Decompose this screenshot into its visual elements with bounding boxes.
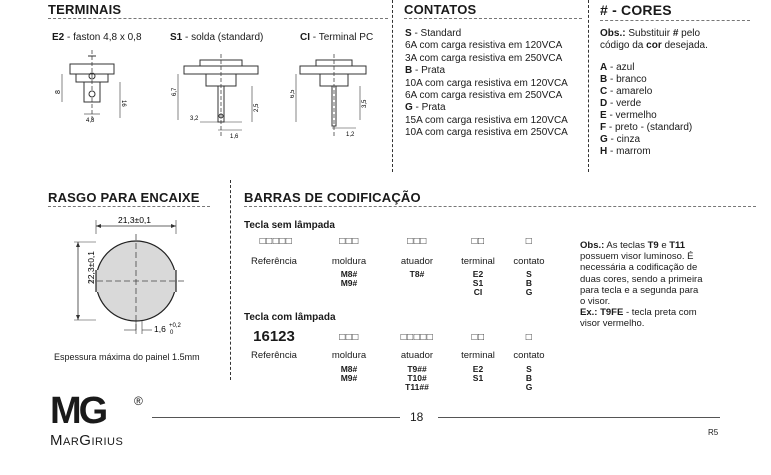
terminal-e2-drawing: 8 4,8 16 xyxy=(55,50,126,124)
color-item: C - amarelo xyxy=(600,86,653,97)
sem-moldura-codes: M8#M9# xyxy=(340,269,358,288)
divider xyxy=(404,18,582,19)
svg-text:6,5: 6,5 xyxy=(290,89,296,98)
footer-rule-left xyxy=(152,417,400,418)
code-box-contato: □ xyxy=(525,332,533,343)
brand-logo: MG xyxy=(50,390,108,432)
svg-text:1,6: 1,6 xyxy=(230,134,239,140)
svg-text:22,3±0,1: 22,3±0,1 xyxy=(86,251,96,284)
color-item: G - cinza xyxy=(600,134,641,145)
terminal-e2-label: E2 - faston 4,8 x 0,8 xyxy=(52,32,142,43)
svg-text:2,5: 2,5 xyxy=(254,103,260,112)
code-box-contato: □ xyxy=(525,236,533,247)
terminais-title: TERMINAIS xyxy=(48,2,122,17)
color-item: B - branco xyxy=(600,74,647,85)
code-box-atuador: □□□ xyxy=(407,236,427,247)
reference-number: 16123 xyxy=(253,328,295,345)
divider xyxy=(48,206,210,207)
svg-text:21,3±0,1: 21,3±0,1 xyxy=(118,215,151,225)
contato-line: 6A com carga resistiva em 120VCA xyxy=(405,40,563,52)
code-box-referencia: □□□□□ xyxy=(259,236,293,247)
svg-text:3,5: 3,5 xyxy=(362,99,368,108)
divider xyxy=(588,0,589,172)
label-referencia: Referência xyxy=(251,350,297,361)
contato-line: 10A com carga resistiva em 250VCA xyxy=(405,127,568,139)
divider xyxy=(48,18,388,19)
color-item: A - azul xyxy=(600,62,635,73)
code-box-moldura: □□□ xyxy=(339,236,359,247)
divider xyxy=(230,180,231,380)
terminal-s1-drawing: 6,7 3,2 1,6 2,5 xyxy=(172,54,260,140)
footer-rule-right xyxy=(438,417,720,418)
svg-text:8: 8 xyxy=(55,90,62,94)
contatos-title: CONTATOS xyxy=(404,2,477,17)
divider xyxy=(392,0,393,172)
svg-text:6,7: 6,7 xyxy=(172,87,178,96)
label-contato: contato xyxy=(513,256,545,267)
color-item: H - marrom xyxy=(600,146,651,157)
contato-line: 3A com carga resistiva em 250VCA xyxy=(405,52,563,64)
com-lampada-title: Tecla com lâmpada xyxy=(244,312,336,323)
rasgo-drawing: 21,3±0,1 22,3±0,1 1,6 +0,2 0 xyxy=(74,215,184,336)
contato-line: 10A com carga resistiva em 120VCA xyxy=(405,77,568,89)
registered-mark: ® xyxy=(134,394,143,408)
sem-atuador-codes: T8# xyxy=(409,269,425,279)
barras-title: BARRAS DE CODIFICAÇÃO xyxy=(244,190,421,205)
color-item: E - vermelho xyxy=(600,110,657,121)
cores-title: # - CORES xyxy=(600,2,672,18)
label-referencia: Referência xyxy=(251,256,297,267)
terminal-ci-label: CI - Terminal PC xyxy=(300,32,374,43)
label-atuador: atuador xyxy=(400,350,434,361)
color-item: D - verde xyxy=(600,98,642,109)
com-atuador-codes: T9##T10#T11## xyxy=(405,364,429,392)
svg-text:16: 16 xyxy=(120,100,126,107)
contato-line: G - Prata xyxy=(405,102,446,114)
svg-text:1,6: 1,6 xyxy=(154,324,166,334)
sem-lampada-title: Tecla sem lâmpada xyxy=(244,220,335,231)
svg-text:+0,2: +0,2 xyxy=(169,323,182,329)
label-terminal: terminal xyxy=(461,256,495,267)
svg-text:1,2: 1,2 xyxy=(346,132,355,138)
label-contato: contato xyxy=(513,350,545,361)
label-moldura: moldura xyxy=(331,350,367,361)
label-atuador: atuador xyxy=(400,256,434,267)
com-moldura-codes: M8#M9# xyxy=(340,364,358,383)
contatos-list: S - Standard 6A com carga resistiva em 1… xyxy=(405,28,568,140)
label-terminal: terminal xyxy=(461,350,495,361)
cores-list: A - azul B - branco C - amarelo D - verd… xyxy=(600,62,692,158)
contato-line: 15A com carga resistiva em 120VCA xyxy=(405,114,568,126)
contato-line: 6A com carga resistiva em 250VCA xyxy=(405,90,563,102)
code-box-terminal: □□ xyxy=(471,332,485,343)
label-moldura: moldura xyxy=(331,256,367,267)
svg-text:4,8: 4,8 xyxy=(86,118,95,124)
color-item: F - preto - (standard) xyxy=(600,122,693,133)
divider xyxy=(244,206,756,207)
contato-line: S - Standard xyxy=(405,28,462,39)
divider xyxy=(600,20,750,21)
page-number: 18 xyxy=(410,410,424,424)
code-box-moldura: □□□ xyxy=(339,332,359,343)
revision-label: R5 xyxy=(708,428,719,437)
rasgo-title: RASGO PARA ENCAIXE xyxy=(48,190,200,205)
terminal-s1-label: S1 - solda (standard) xyxy=(170,32,264,43)
rasgo-note: Espessura máxima do painel 1.5mm xyxy=(54,352,200,362)
barras-obs: Obs.: As teclas T9 e T11 possuem visor l… xyxy=(580,240,703,330)
code-box-atuador: □□□□□ xyxy=(400,332,434,343)
terminal-ci-drawing: 6,5 3,5 1,2 xyxy=(290,54,368,138)
svg-text:3,2: 3,2 xyxy=(190,116,199,122)
svg-text:0: 0 xyxy=(170,330,174,336)
code-box-terminal: □□ xyxy=(471,236,485,247)
contato-line: B - Prata xyxy=(405,65,446,77)
cores-obs: Obs.: Substituir # pelo código da cor de… xyxy=(600,28,708,51)
brand-name: MarGirius xyxy=(50,432,124,449)
